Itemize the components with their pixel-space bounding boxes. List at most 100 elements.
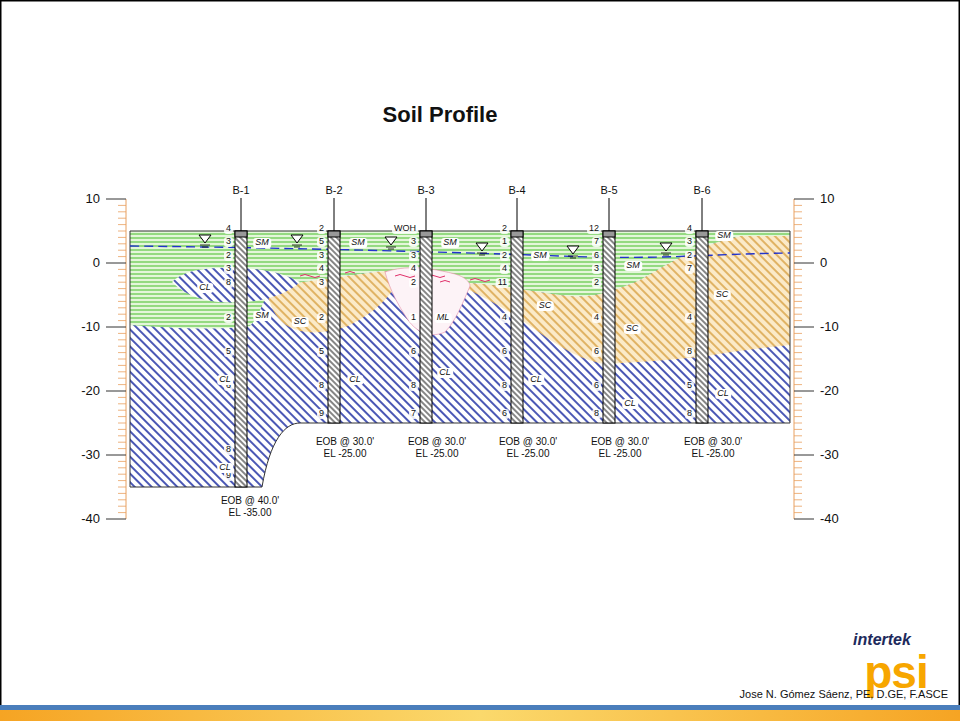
ruler-tick bbox=[794, 448, 802, 449]
soil-symbol: SM bbox=[715, 231, 733, 241]
water-level-symbol bbox=[477, 253, 487, 255]
boring-tick bbox=[426, 198, 427, 231]
boring-label: B-1 bbox=[232, 184, 249, 196]
blow-count: 4 bbox=[592, 313, 601, 323]
soil-symbol: CL bbox=[528, 375, 544, 385]
blow-count: 3 bbox=[317, 278, 326, 288]
blow-count: 2 bbox=[685, 251, 694, 261]
ruler-tick bbox=[794, 455, 814, 456]
boring-label: B-3 bbox=[417, 184, 434, 196]
blow-count: 4 bbox=[685, 224, 694, 234]
end-of-boring-note: EL -25.00 bbox=[507, 448, 550, 459]
ruler-tick bbox=[118, 359, 126, 360]
water-level-symbol bbox=[200, 245, 210, 247]
blow-count: 3 bbox=[685, 237, 694, 247]
water-level-symbol bbox=[291, 235, 303, 243]
footer-bar bbox=[0, 710, 960, 721]
ruler-tick bbox=[118, 480, 126, 481]
ruler-tick bbox=[794, 519, 814, 520]
ruler-tick bbox=[794, 307, 802, 308]
boring-column bbox=[420, 231, 432, 423]
ruler-tick bbox=[794, 352, 802, 353]
soil-symbol: SC bbox=[537, 301, 554, 311]
soil-symbol: CL bbox=[217, 463, 233, 473]
ruler-tick bbox=[794, 346, 802, 347]
elevation-label: -20 bbox=[820, 384, 839, 398]
ruler-tick bbox=[794, 224, 802, 225]
soil-symbol: SM bbox=[349, 238, 367, 248]
ruler-tick bbox=[794, 461, 802, 462]
blow-count: 4 bbox=[500, 264, 509, 274]
elevation-label: 10 bbox=[86, 192, 100, 206]
elevation-label: -30 bbox=[820, 448, 839, 462]
soil-symbol: SM bbox=[253, 311, 271, 321]
elevation-label: -40 bbox=[820, 512, 839, 526]
ruler-tick bbox=[794, 231, 802, 232]
blow-count: 3 bbox=[224, 264, 233, 274]
blow-count: 3 bbox=[317, 251, 326, 261]
ruler-tick bbox=[794, 423, 802, 424]
ruler-tick bbox=[118, 506, 126, 507]
ruler-tick bbox=[118, 295, 126, 296]
ruler-tick bbox=[794, 480, 802, 481]
soil-symbol: CL bbox=[347, 375, 363, 385]
ruler-tick bbox=[794, 416, 802, 417]
ruler-tick bbox=[794, 243, 802, 244]
end-of-boring-note: EL -25.00 bbox=[324, 448, 367, 459]
ruler-tick bbox=[118, 339, 126, 340]
boring-tick bbox=[334, 198, 335, 231]
ruler-tick bbox=[106, 263, 126, 264]
ruler-tick bbox=[794, 499, 802, 500]
blow-count: 4 bbox=[317, 264, 326, 274]
ruler-tick bbox=[106, 391, 126, 392]
end-of-boring-note: EL -25.00 bbox=[416, 448, 459, 459]
blow-count: 8 bbox=[317, 381, 326, 391]
blow-count: 7 bbox=[409, 409, 418, 419]
blow-count: 5 bbox=[224, 347, 233, 357]
ruler-tick bbox=[794, 301, 802, 302]
boring-label: B-2 bbox=[325, 184, 342, 196]
ruler-tick bbox=[794, 275, 802, 276]
ruler-tick bbox=[118, 218, 126, 219]
ruler-tick bbox=[794, 218, 802, 219]
blow-count: 3 bbox=[224, 237, 233, 247]
end-of-boring-note: EOB @ 30.0' bbox=[684, 436, 742, 447]
ruler-tick bbox=[118, 397, 126, 398]
ruler-tick bbox=[118, 282, 126, 283]
ruler-tick bbox=[118, 512, 126, 513]
boring-tick bbox=[241, 198, 242, 231]
ruler-tick bbox=[106, 519, 126, 520]
ruler-tick bbox=[794, 391, 814, 392]
boring-cap bbox=[328, 231, 340, 237]
water-level-symbol bbox=[567, 246, 579, 254]
ruler-tick bbox=[118, 307, 126, 308]
boring-column bbox=[328, 231, 340, 423]
ruler-tick bbox=[794, 435, 802, 436]
boring-column bbox=[511, 231, 523, 423]
boring-cap bbox=[603, 231, 615, 237]
ruler-tick bbox=[118, 243, 126, 244]
ruler-tick bbox=[794, 467, 802, 468]
boring-cap bbox=[511, 231, 523, 237]
ruler-tick bbox=[794, 410, 802, 411]
elevation-label: -10 bbox=[81, 320, 100, 334]
elevation-label: -20 bbox=[81, 384, 100, 398]
water-table-symbols bbox=[199, 235, 672, 258]
ruler-tick bbox=[118, 461, 126, 462]
ruler-tick bbox=[794, 314, 802, 315]
ruler-tick bbox=[118, 474, 126, 475]
end-of-boring-note: EOB @ 40.0' bbox=[221, 495, 279, 506]
elevation-label: 10 bbox=[820, 192, 834, 206]
blow-count: 6 bbox=[592, 381, 601, 391]
blow-count: 5 bbox=[685, 381, 694, 391]
ruler-tick bbox=[118, 269, 126, 270]
ruler-tick bbox=[794, 371, 802, 372]
water-level-symbol bbox=[661, 253, 671, 255]
boring-tick bbox=[609, 198, 610, 231]
end-of-boring-note: EOB @ 30.0' bbox=[316, 436, 374, 447]
blow-count: 3 bbox=[409, 251, 418, 261]
blow-count: 2 bbox=[317, 224, 326, 234]
ruler-tick bbox=[794, 327, 814, 328]
blow-count: 1 bbox=[409, 313, 418, 323]
